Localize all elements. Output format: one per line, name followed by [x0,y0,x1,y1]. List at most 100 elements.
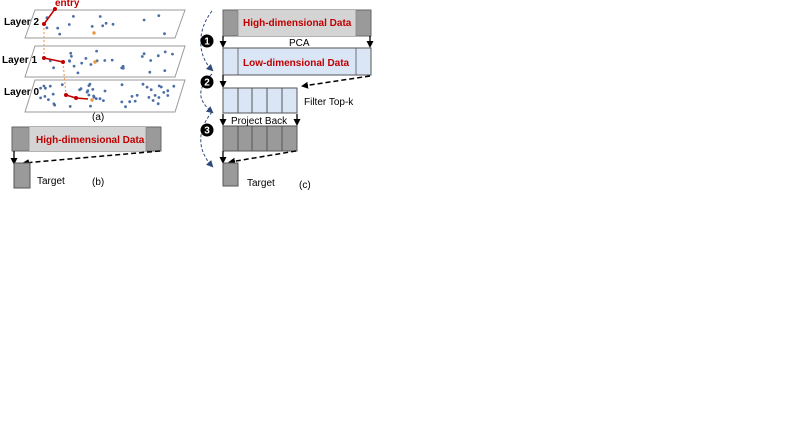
target-label-b: Target [37,176,65,187]
layer-plane-0 [24,79,186,113]
graph-node [147,96,151,99]
graph-node [102,99,105,102]
layer-1-label: Layer 1 [2,55,37,66]
step-1-number: 1 [204,37,210,48]
project-back-label: Project Back [231,116,288,127]
graph-node [51,92,55,96]
graph-node [72,64,76,68]
graph-node [171,52,174,56]
graph-node [84,57,88,60]
step-2-number: 2 [204,78,210,89]
graph-node [52,102,56,106]
high-dim-label-b: High-dimensional Data [36,135,145,146]
graph-node [98,15,102,18]
graph-node [149,88,153,92]
graph-node [128,100,132,104]
panel-b-caption: (b) [92,177,104,188]
graph-node [142,52,146,56]
flow-curve-1 [200,10,214,72]
graph-node [142,18,146,22]
graph-node [91,88,95,91]
step-badge-3: 3 [200,123,214,137]
target-block-c [222,162,239,187]
graph-node [68,105,72,108]
query-node [93,60,97,64]
graph-node [140,55,144,58]
graph-node [94,97,98,100]
graph-node [87,84,91,87]
graph-node [157,84,161,88]
graph-node [92,95,96,99]
graph-node [45,26,49,30]
graph-node [44,86,47,90]
projected-block [222,125,298,152]
graph-node [69,51,73,55]
graph-node [153,94,157,97]
graph-node [172,84,176,88]
panel-c: High-dimensional Data PCA Low-dimensiona… [200,9,374,191]
filter-topk-label: Filter Top-k [304,97,354,108]
graph-node [60,83,64,86]
graph-node [79,87,83,91]
graph-node [80,61,84,65]
step-3-number: 3 [204,126,210,137]
graph-node [156,102,160,106]
graph-node [39,96,42,100]
graph-node [39,86,42,90]
graph-node [110,58,114,62]
graph-node [43,95,47,98]
graph-node [89,104,92,108]
graph-node [101,24,105,28]
graph-node [103,89,107,93]
flow-curve-3 [200,111,214,168]
graph-node [145,85,149,89]
graph-node [148,70,152,74]
graph-node [90,25,94,28]
panel-a-caption: (a) [92,112,104,123]
panel-c-caption: (c) [299,180,311,191]
graph-node [103,59,107,62]
layer-0-label: Layer 0 [4,87,39,98]
query-node [90,98,94,102]
layer-2-label: Layer 2 [4,17,39,28]
panel-b: High-dimensional Data Target (b) [10,126,162,189]
graph-node [98,97,102,101]
graph-node [159,85,163,89]
graph-node [58,32,62,36]
graph-node [111,22,115,26]
graph-node [130,95,134,98]
flow-curve-2 [200,73,214,114]
low-dim-label: Low-dimensional Data [243,58,350,69]
graph-node [87,93,91,97]
graph-nodes [39,14,176,109]
search-path [42,7,89,100]
topk-block [222,87,298,114]
graph-node [163,32,166,36]
graph-node [135,93,139,97]
graph-node [56,26,60,30]
graph-node [120,83,124,87]
graph-node [86,89,90,93]
graph-node [141,82,145,86]
graph-node [149,59,153,62]
graph-node [157,96,161,99]
graph-node [72,15,75,18]
graph-node [52,66,55,70]
graph-node [163,69,167,72]
pca-label: PCA [289,38,310,49]
graph-node [42,84,46,88]
graph-node [47,98,50,101]
query-node [92,31,96,35]
graph-node [157,14,161,17]
graph-node [76,71,80,75]
high-dim-label-c: High-dimensional Data [243,18,352,29]
step-badge-1: 1 [200,34,214,48]
graph-node [67,23,71,26]
step-badge-2: 2 [200,75,214,89]
entry-label: entry [55,0,80,9]
graph-node [68,59,72,63]
graph-node [163,50,167,54]
graph-node [120,100,124,104]
graph-node [151,99,155,102]
